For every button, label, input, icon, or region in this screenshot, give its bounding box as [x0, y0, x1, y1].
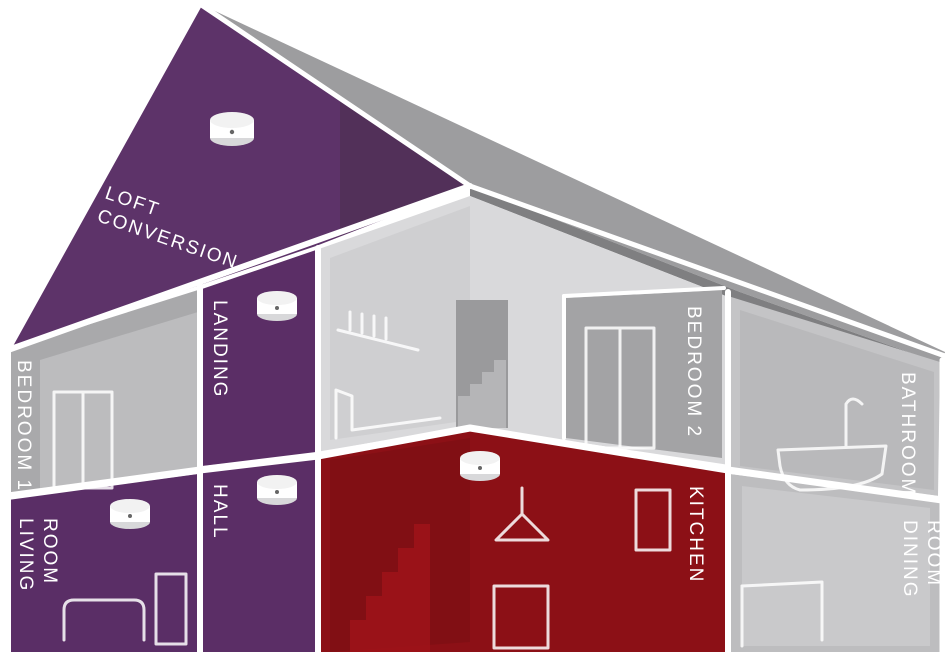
boiler-icon	[634, 488, 672, 552]
hall-room	[202, 458, 316, 652]
dining-room-label: DINING ROOM	[899, 520, 944, 606]
oven-icon	[492, 584, 550, 650]
hall-label: HALL	[209, 484, 230, 540]
bedroom-2-room	[566, 290, 722, 458]
roof-shadow	[470, 186, 942, 370]
bedroom-2-label: BEDROOM 2	[683, 306, 704, 438]
kitchen-label: KITCHEN	[685, 486, 706, 583]
bathroom-label: BATHROOM	[897, 372, 918, 496]
landing-label: LANDING	[209, 300, 230, 398]
smoke-detector-icon	[460, 451, 500, 481]
upper-middle-back	[330, 206, 470, 440]
roof	[200, 4, 945, 364]
living-room-room	[8, 474, 198, 652]
doorway-stairs	[458, 360, 506, 428]
loft-back-wall	[340, 100, 470, 236]
fireplace-icon	[154, 572, 188, 646]
bathtub-icon	[776, 444, 888, 492]
bed-icon	[334, 388, 442, 440]
sofa-icon	[62, 598, 146, 642]
cooker-hood-icon	[494, 486, 550, 542]
smoke-detector-icon	[257, 475, 297, 505]
smoke-detector-icon	[210, 112, 254, 146]
smoke-detector-icon	[110, 499, 150, 529]
dining-room-back	[742, 486, 930, 646]
bedroom-1-back	[40, 312, 198, 488]
furniture-outlines	[52, 310, 888, 650]
loft-conversion-room	[8, 6, 470, 350]
smoke-detectors	[110, 112, 500, 529]
kitchen-stairs	[350, 524, 430, 652]
table-icon	[740, 580, 824, 642]
living-room-label: LIVING ROOM	[15, 518, 60, 600]
smoke-detector-icon	[257, 291, 297, 321]
structure-walls	[3, 1, 947, 659]
bedroom-1-label: BEDROOM 1	[13, 360, 34, 492]
kitchen-back	[330, 438, 470, 652]
shelf-icon	[336, 328, 420, 352]
